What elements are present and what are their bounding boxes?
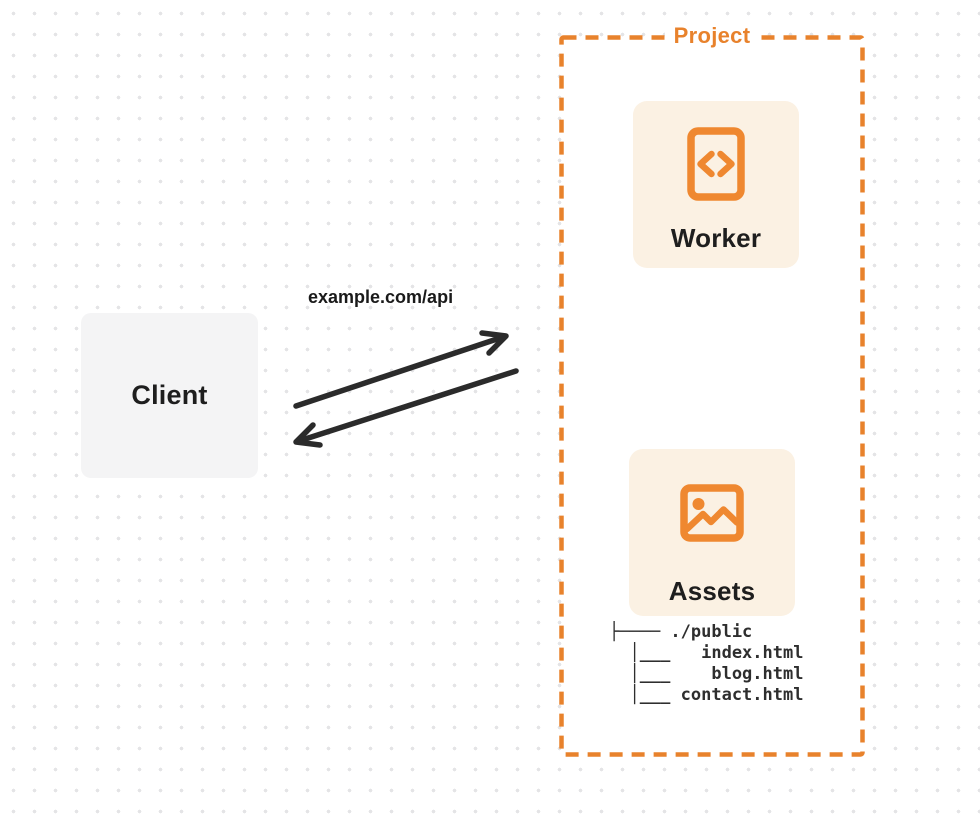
response-arrowhead-icon [293, 422, 323, 448]
client-node-label: Client [131, 380, 208, 410]
request-arrow [293, 330, 509, 409]
request-arrowhead-icon [479, 330, 509, 356]
worker-node-label: Worker [670, 223, 762, 253]
code-file-icon [687, 127, 745, 201]
image-icon [680, 484, 744, 542]
project-group-label: Project [664, 23, 760, 49]
assets-node-label: Assets [668, 576, 756, 606]
client-node: Client [81, 313, 258, 478]
response-arrow [293, 368, 519, 448]
assets-file-tree: ├──── ./public │___ index.html │___ blog… [609, 622, 804, 705]
project-group: Project [561, 23, 863, 52]
assets-node: Assets [629, 449, 795, 616]
worker-node: Worker [633, 101, 799, 268]
request-url-label: example.com/api [308, 287, 454, 307]
